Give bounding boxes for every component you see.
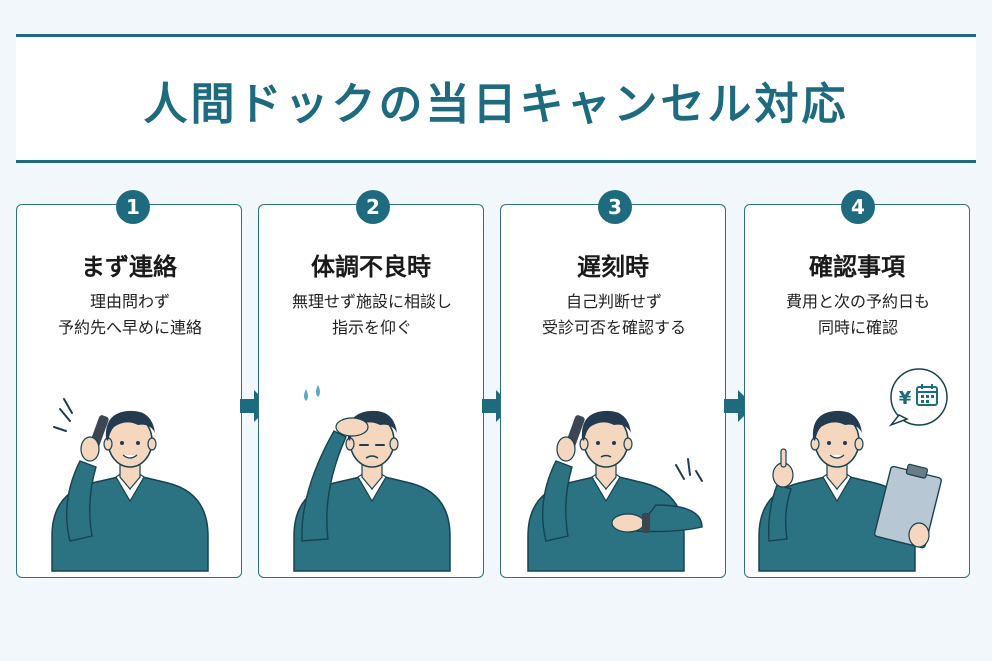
step-title: 遅刻時 — [577, 253, 649, 281]
yen-icon: ¥ — [899, 388, 912, 409]
step-title: 確認事項 — [809, 253, 905, 281]
step-description: 無理せず施設に相談し 指示を仰ぐ — [265, 289, 479, 341]
step-description: 自己判断せず 受診可否を確認する — [507, 289, 721, 341]
step-desc-line: 同時に確認 — [817, 318, 898, 337]
phone-call-icon — [51, 398, 209, 572]
wristwatch-icon — [527, 410, 703, 572]
step-desc-line: 指示を仰ぐ — [331, 318, 412, 337]
step-desc-line: 受診可否を確認する — [541, 318, 686, 337]
step-description: 費用と次の予約日も 同時に確認 — [751, 289, 965, 341]
step-desc-line: 理由問わず — [89, 292, 170, 311]
step-card-4: 確認事項 費用と次の予約日も 同時に確認 ¥ — [744, 204, 970, 578]
calendar-icon — [916, 384, 938, 406]
title-rule-bottom — [16, 160, 976, 163]
page-title: 人間ドックの当日キャンセル対応 — [143, 79, 849, 130]
title-band: 人間ドックの当日キャンセル対応 — [16, 34, 976, 164]
step-number-badge: 2 — [356, 190, 390, 224]
step-number-badge: 1 — [116, 190, 150, 224]
step-desc-line: 無理せず施設に相談し — [291, 292, 452, 311]
step-desc-line: 予約先へ早めに連絡 — [57, 318, 202, 337]
yen-calendar-bubble-icon: ¥ — [888, 368, 948, 427]
step-title: 体調不良時 — [311, 253, 431, 281]
arrow-right-icon — [240, 390, 270, 422]
step-title: まず連絡 — [81, 253, 177, 281]
step-number-badge: 4 — [841, 190, 875, 224]
arrow-right-icon — [482, 390, 512, 422]
title-rule-top — [16, 34, 976, 37]
step-desc-line: 費用と次の予約日も — [785, 292, 930, 311]
step-card-1: まず連絡 理由問わず 予約先へ早めに連絡 — [16, 204, 242, 578]
arrow-right-icon — [724, 390, 754, 422]
step-number-badge: 3 — [598, 190, 632, 224]
clipboard-icon — [758, 410, 942, 572]
step-description: 理由問わず 予約先へ早めに連絡 — [23, 289, 237, 341]
step-desc-line: 自己判断せず — [565, 292, 662, 311]
headache-icon — [293, 385, 451, 572]
step-card-3: 遅刻時 自己判断せず 受診可否を確認する — [500, 204, 726, 578]
step-card-2: 体調不良時 無理せず施設に相談し 指示を仰ぐ — [258, 204, 484, 578]
